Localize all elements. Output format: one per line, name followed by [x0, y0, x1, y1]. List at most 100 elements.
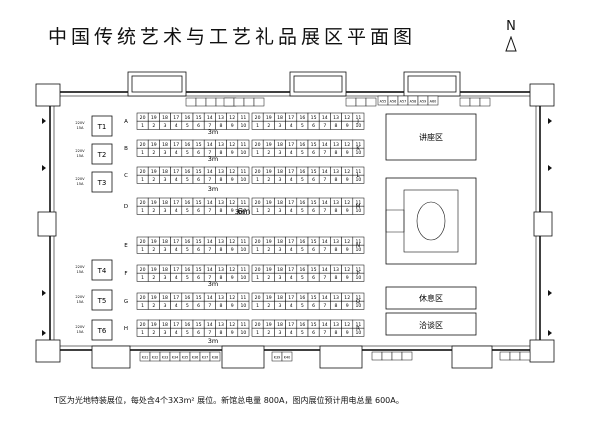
booth-number: 2 [267, 208, 270, 214]
booth-number: 7 [323, 123, 326, 129]
booth-number: 13 [333, 267, 339, 273]
booth-number: 8 [335, 123, 338, 129]
booth-number: 12 [344, 322, 350, 328]
t-zone-label: T6 [97, 327, 107, 335]
main-aisle-label: 6m [238, 207, 251, 216]
edge-booth-label: A55 [380, 100, 387, 104]
booth-number: 12 [229, 142, 235, 148]
edge-booth [509, 351, 521, 361]
booth-number: 12 [344, 295, 350, 301]
booth-cell [352, 244, 365, 254]
row-label: M [356, 204, 361, 210]
door-marker-icon [42, 290, 46, 296]
booth-number: 3 [164, 208, 167, 214]
booth-number: 20 [255, 295, 261, 301]
booth-number: 12 [229, 115, 235, 121]
booth-number: 7 [208, 275, 211, 281]
booth-number: 15 [311, 142, 317, 148]
booth-number: 13 [333, 295, 339, 301]
booth-number: 17 [288, 200, 294, 206]
booth-number: 18 [162, 239, 168, 245]
booth-number: 3 [164, 275, 167, 281]
booth-number: 6 [312, 303, 315, 309]
row-label: R [356, 326, 360, 332]
booth-number: 8 [335, 177, 338, 183]
t-zone-box [91, 171, 113, 193]
booth-number: 18 [277, 239, 283, 245]
booth-number: 8 [220, 123, 223, 129]
booth-number: 18 [277, 200, 283, 206]
booth-number: 18 [162, 295, 168, 301]
edge-booth [205, 97, 217, 107]
booth-number: 4 [175, 330, 178, 336]
booth-number: 5 [186, 330, 189, 336]
t-zone-box [91, 319, 113, 341]
aisle-label: 3m [208, 337, 218, 345]
booth-number: 1 [141, 177, 144, 183]
booth-number: 2 [267, 247, 270, 253]
booth-number: 2 [267, 177, 270, 183]
booth-number: 12 [229, 239, 235, 245]
booth-number: 17 [288, 322, 294, 328]
booth-number: 14 [207, 267, 213, 273]
booth-number: 17 [288, 239, 294, 245]
booth-number: 11 [355, 322, 361, 328]
booth-number: 14 [207, 200, 213, 206]
booth-number: 19 [151, 169, 157, 175]
row-label: K [356, 146, 360, 152]
booth-number: 18 [277, 169, 283, 175]
booth-number: 4 [175, 275, 178, 281]
booth-number: 6 [197, 275, 200, 281]
edge-booth-label: K32 [152, 356, 159, 360]
booth-number: 18 [162, 322, 168, 328]
power-label: 15A [76, 182, 84, 186]
booth-number: 10 [240, 247, 246, 253]
booth-number: 18 [162, 200, 168, 206]
booth-number: 15 [196, 200, 202, 206]
booth-number: 19 [151, 322, 157, 328]
edge-booth [345, 97, 357, 107]
booth-number: 10 [240, 275, 246, 281]
booth-number: 14 [322, 267, 328, 273]
stage-area-box [385, 177, 477, 265]
row-label: B [124, 146, 128, 152]
booth-number: 20 [255, 200, 261, 206]
edge-booth-label: A57 [400, 100, 407, 104]
edge-booth-label: K40 [284, 356, 291, 360]
booth-number: 9 [346, 123, 349, 129]
booth-number: 13 [333, 142, 339, 148]
booth-number: 7 [208, 177, 211, 183]
booth-cell [237, 120, 250, 130]
booth-number: 13 [218, 267, 224, 273]
t-zone-label: T3 [97, 179, 107, 187]
booth-number: 11 [355, 169, 361, 175]
booth-number: 20 [255, 115, 261, 121]
booth-number: 18 [277, 142, 283, 148]
booth-number: 9 [231, 123, 234, 129]
booth-number: 5 [301, 208, 304, 214]
door-marker-icon [42, 118, 46, 124]
edge-booth [185, 97, 197, 107]
booth-number: 14 [207, 115, 213, 121]
booth-number: 19 [151, 239, 157, 245]
booth-number: 16 [299, 239, 305, 245]
booth-number: 4 [175, 123, 178, 129]
booth-number: 11 [355, 239, 361, 245]
booth-number: 12 [229, 322, 235, 328]
booth-number: 16 [299, 200, 305, 206]
booth-number: 15 [196, 322, 202, 328]
booth-number: 17 [288, 115, 294, 121]
booth-number: 2 [152, 247, 155, 253]
booth-number: 3 [279, 177, 282, 183]
booth-number: 8 [220, 275, 223, 281]
booth-number: 15 [196, 267, 202, 273]
booth-number: 9 [231, 177, 234, 183]
booth-number: 16 [299, 142, 305, 148]
booth-number: 2 [152, 275, 155, 281]
lecture-area-label: 讲座区 [419, 132, 443, 142]
booth-number: 12 [229, 267, 235, 273]
booth-number: 10 [355, 150, 361, 156]
booth-number: 10 [240, 150, 246, 156]
